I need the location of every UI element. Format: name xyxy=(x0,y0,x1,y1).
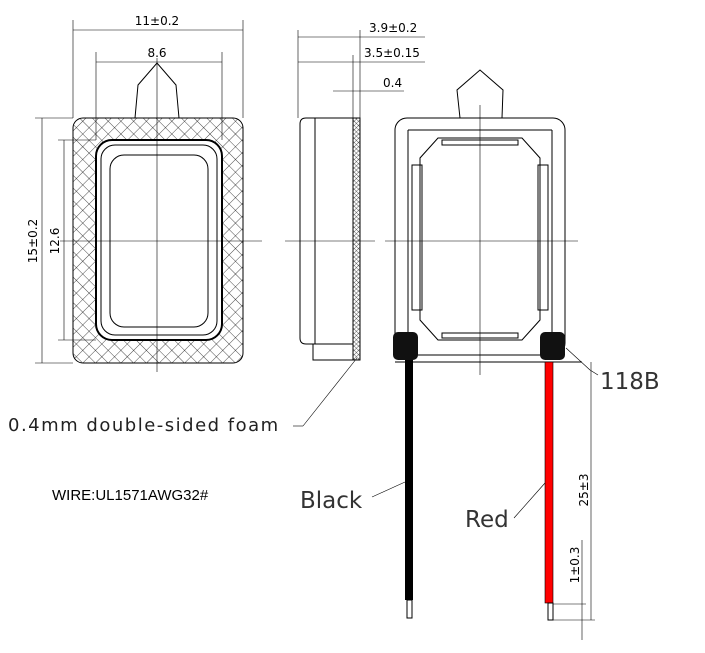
black-wire-label: Black xyxy=(300,488,363,514)
red-wire-label: Red xyxy=(465,507,509,533)
black-wire xyxy=(405,360,413,600)
dim-thickness: 3.9±0.2 xyxy=(369,21,417,35)
dim-foam-thickness: 0.4 xyxy=(383,76,402,90)
dim-height: 15±0.2 xyxy=(26,219,40,263)
dim-body-thickness: 3.5±0.15 xyxy=(364,46,420,60)
black-solder-pad xyxy=(393,332,418,360)
wire-spec: WIRE:UL1571AWG32# xyxy=(52,487,209,504)
foam-layer xyxy=(352,117,361,361)
dim-strip-length: 1±0.3 xyxy=(568,547,582,584)
front-view: 11±0.2 8.6 15±0.2 12.6 xyxy=(26,14,262,372)
dim-inner-height: 12.6 xyxy=(48,228,62,255)
red-wire xyxy=(544,361,554,604)
dim-width: 11±0.2 xyxy=(135,14,179,28)
red-solder-pad xyxy=(540,332,565,360)
foam-label: 0.4mm double-sided foam xyxy=(8,415,280,436)
dim-wire-length: 25±3 xyxy=(577,474,591,507)
dim-inner-width: 8.6 xyxy=(147,46,166,60)
connector-label: 118B xyxy=(600,369,660,395)
side-view: 3.9±0.2 3.5±0.15 0.4 xyxy=(285,21,425,427)
back-view: 118B 25±3 1±0.3 Black Red xyxy=(300,69,660,640)
